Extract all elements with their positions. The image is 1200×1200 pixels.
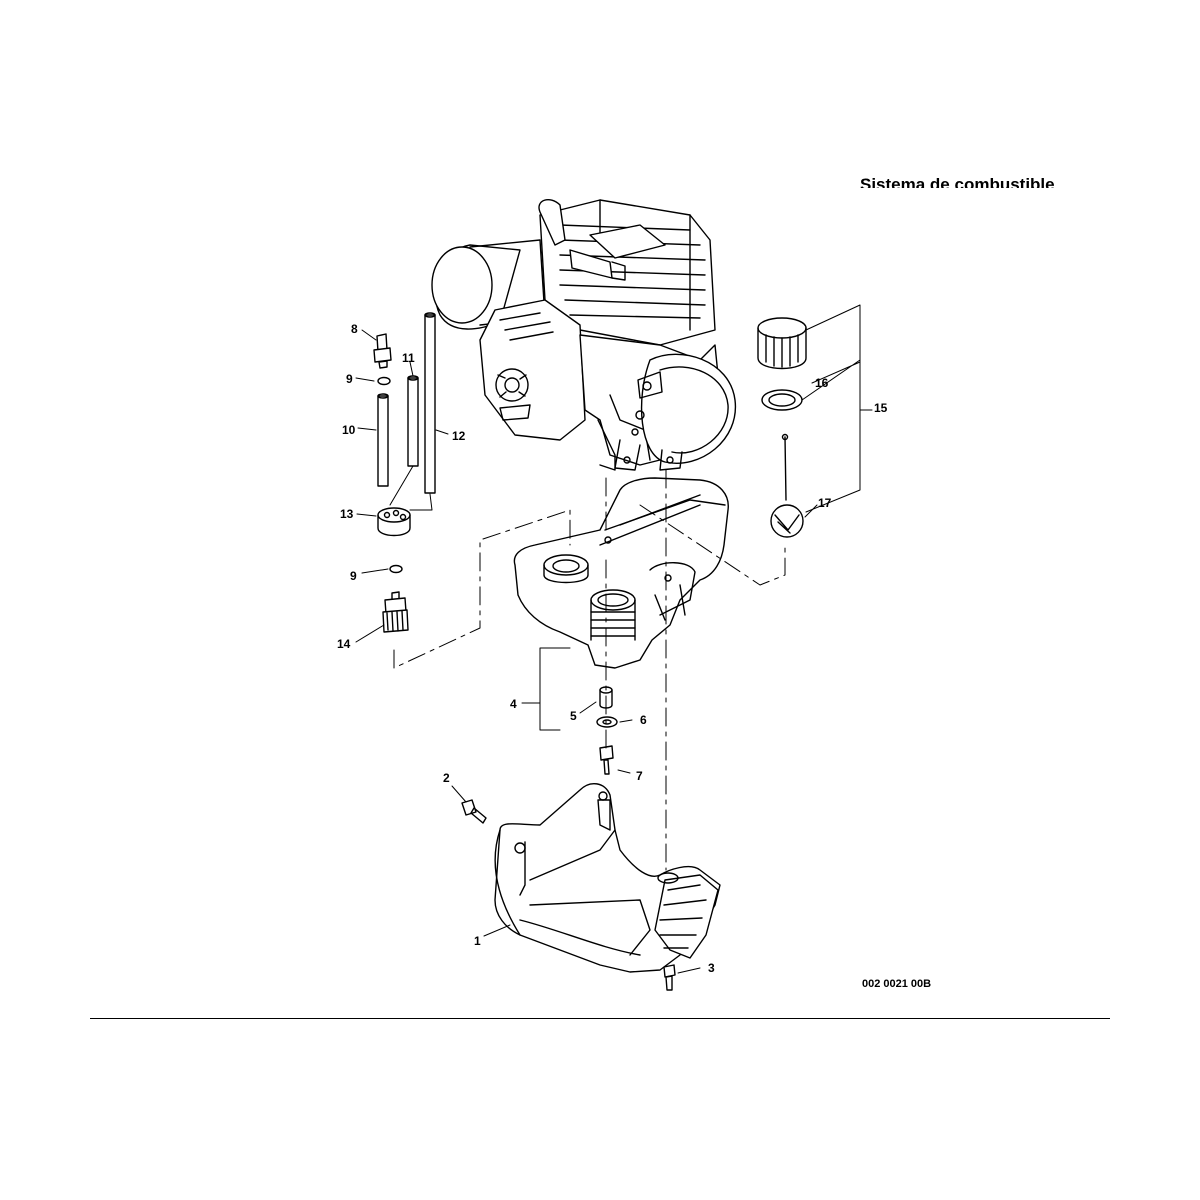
callout-11: 11 <box>402 351 415 365</box>
callout-10: 10 <box>342 423 356 437</box>
callout-8: 8 <box>351 322 358 336</box>
callout-7: 7 <box>636 769 643 783</box>
fuel-line-parts <box>373 312 436 633</box>
callout-2: 2 <box>443 771 450 785</box>
callout-6: 6 <box>640 713 647 727</box>
assembly-center-lines <box>393 469 786 871</box>
callout-14: 14 <box>337 637 351 651</box>
fuel-cap-parts <box>757 317 807 538</box>
callout-5: 5 <box>570 709 577 723</box>
callout-numbers: 1 2 3 4 5 6 7 8 9 9 10 11 12 13 14 15 16… <box>337 322 888 975</box>
callout-16: 16 <box>815 376 829 390</box>
leader-lines <box>355 304 873 974</box>
callout-12: 12 <box>452 429 466 443</box>
tank-base-guard <box>494 783 721 973</box>
drawing-code: 002 0021 00B <box>862 978 932 990</box>
callout-13: 13 <box>340 507 354 521</box>
callout-15: 15 <box>874 401 888 415</box>
engine-assembly <box>431 198 737 471</box>
callout-9-upper: 9 <box>346 372 353 386</box>
hardware-parts <box>461 686 676 991</box>
callout-9-lower: 9 <box>350 569 357 583</box>
fuel-tank <box>513 477 729 669</box>
footer-divider <box>90 1018 1110 1019</box>
callout-17: 17 <box>818 496 832 510</box>
callout-4: 4 <box>510 697 517 711</box>
diagram-title: Sistema de combustible <box>860 175 1055 188</box>
callout-3: 3 <box>708 961 715 975</box>
callout-1: 1 <box>474 934 481 948</box>
